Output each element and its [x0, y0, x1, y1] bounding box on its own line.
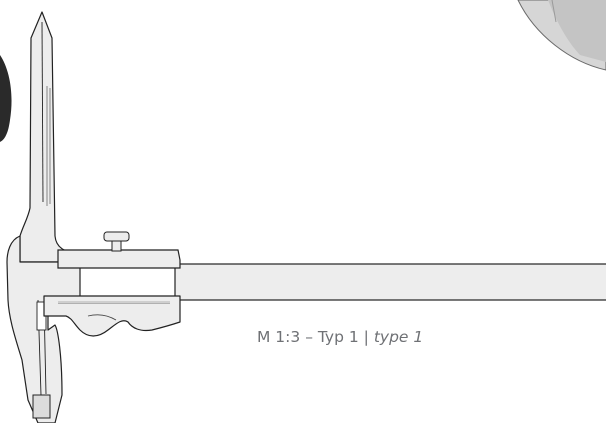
lock-screw-head	[103, 231, 130, 242]
upper-jaw-inner-line	[41, 21, 44, 203]
beam	[174, 263, 606, 301]
caption-divider: |	[363, 328, 369, 346]
left-edge-dark-shape	[0, 55, 12, 142]
figure-caption: M 1:3 – Typ 1 | type 1	[257, 328, 423, 346]
slider-graduation-strip	[58, 301, 170, 304]
slider-lower-part	[43, 295, 181, 337]
slider-grip-ridge	[87, 314, 117, 321]
caption-type-de: Typ 1	[317, 328, 359, 346]
detail-inset	[517, 0, 606, 71]
caption-separator: –	[305, 328, 313, 346]
slider-top-rail	[57, 249, 181, 269]
caption-scale: M 1:3	[257, 328, 301, 346]
caption-type-en: type 1	[373, 328, 424, 346]
lower-jaw-tip-insert	[32, 394, 51, 419]
upper-jaw-groove	[46, 86, 51, 206]
